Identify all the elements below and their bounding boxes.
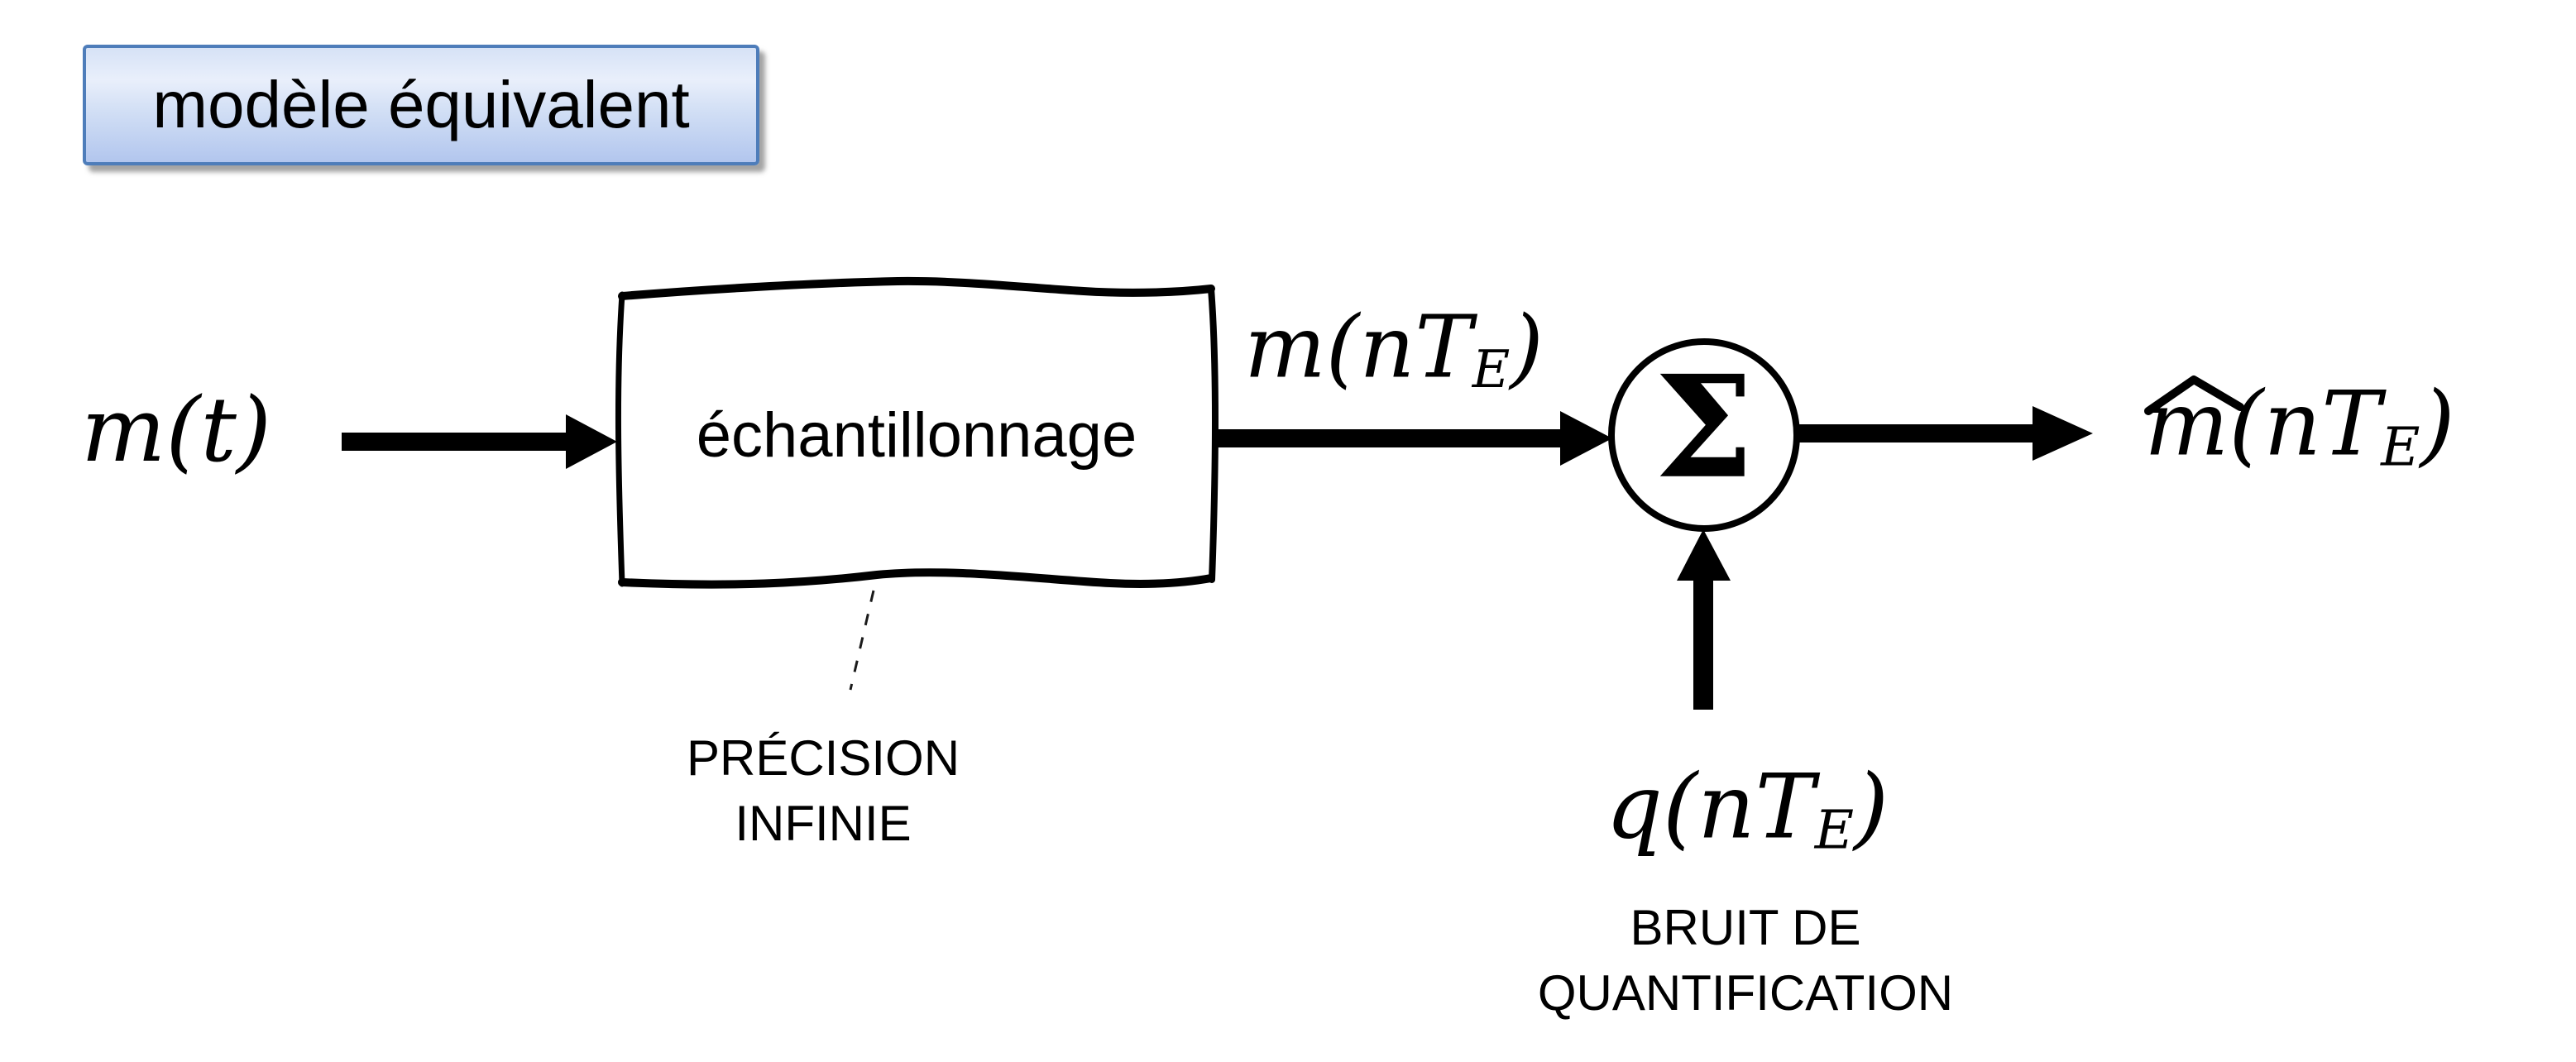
output-signal-label: m(nTE) <box>2144 372 2455 479</box>
legend-box: modèle équivalent <box>83 45 759 165</box>
precision-note: PRÉCISION INFINIE <box>687 725 960 856</box>
sampled-signal-label: m(nTE) <box>1244 296 1544 400</box>
precision-note-line2: INFINIE <box>735 796 912 851</box>
quantization-noise-note-line1: BRUIT DE <box>1630 899 1861 955</box>
adder-sigma-symbol: Σ <box>1654 344 1755 510</box>
quantization-noise-note-line2: QUANTIFICATION <box>1537 965 1954 1021</box>
hat-accent <box>2144 376 2244 415</box>
sampling-block-outline <box>615 276 1219 589</box>
sampling-block-left-edge <box>615 291 625 587</box>
sampled-arrow <box>1218 411 1612 466</box>
sampling-block-label: échantillonnage <box>696 400 1137 471</box>
noise-up-arrow <box>1677 529 1731 710</box>
precision-note-line1: PRÉCISION <box>686 730 960 786</box>
legend-box-label: modèle équivalent <box>152 68 690 141</box>
sampling-block-top-edge <box>618 276 1215 300</box>
noise-signal-label: q(nTE) <box>1605 755 1889 862</box>
quantization-noise-note: BRUIT DE QUANTIFICATION <box>1538 895 1953 1026</box>
precision-leader-dashed-line <box>849 590 875 691</box>
sampling-block-right-edge <box>1208 285 1219 583</box>
output-arrow <box>1798 406 2093 461</box>
input-arrow <box>342 414 617 469</box>
input-signal-label: m(t) <box>80 379 272 482</box>
sampling-block-bottom-edge <box>618 568 1215 589</box>
adder-circle <box>1608 338 1800 532</box>
